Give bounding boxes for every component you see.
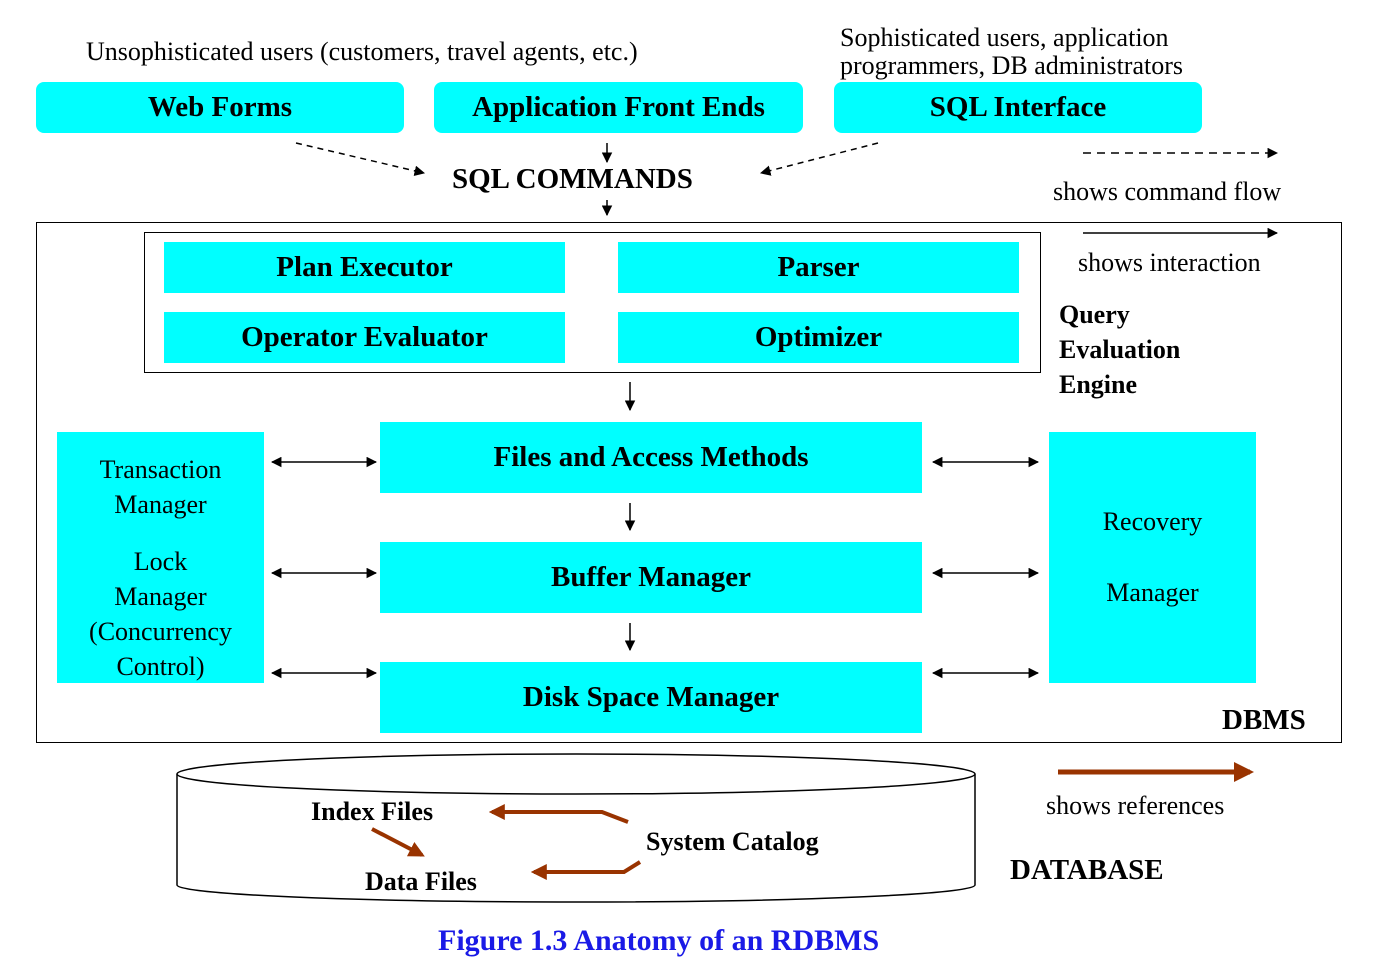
reference-arrow-index-data (371, 827, 425, 857)
data-files-label: Data Files (365, 867, 477, 896)
figure-caption: Figure 1.3 Anatomy of an RDBMS (438, 924, 880, 957)
parser-box: Parser (618, 242, 1019, 293)
transaction-manager-label: Transaction Manager (99, 455, 222, 519)
sophisticated-users-line2: programmers, DB administrators (840, 51, 1183, 80)
lock-manager-label: Lock Manager (Concurrency Control) (89, 547, 232, 681)
sql-commands-label: SQL COMMANDS (452, 163, 693, 195)
system-catalog-label: System Catalog (646, 827, 819, 856)
command-flow-arrow-web (295, 142, 426, 176)
command-flow-arrow-sql (759, 142, 879, 176)
dbms-label: DBMS (1222, 704, 1306, 736)
legend-interaction-label: shows interaction (1078, 248, 1261, 277)
index-files-label: Index Files (311, 797, 434, 826)
operator-evaluator-box: Operator Evaluator (164, 312, 565, 363)
database-cylinder (176, 753, 976, 903)
legend-references-label: shows references (1046, 791, 1225, 820)
disk-space-manager-box: Disk Space Manager (380, 662, 922, 733)
optimizer-box: Optimizer (618, 312, 1019, 363)
query-evaluation-engine-label: Query Evaluation Engine (1059, 300, 1181, 399)
query-evaluation-engine-box (144, 232, 1041, 373)
buffer-manager-box: Buffer Manager (380, 542, 922, 613)
legend-command-flow-label: shows command flow (1053, 177, 1282, 206)
dbms-container (36, 222, 1342, 743)
database-label: DATABASE (1010, 854, 1164, 886)
transaction-lock-manager-box: Transaction Manager Lock Manager (Concur… (57, 432, 264, 683)
plan-executor-box: Plan Executor (164, 242, 565, 293)
unsophisticated-users-label: Unsophisticated users (customers, travel… (86, 37, 638, 66)
recovery-manager-line1: Recovery (1102, 507, 1203, 536)
files-access-methods-box: Files and Access Methods (380, 422, 922, 493)
reference-arrow-catalog-data (530, 860, 642, 880)
recovery-manager-line2: Manager (1106, 578, 1199, 607)
app-front-ends-box: Application Front Ends (434, 82, 803, 133)
sophisticated-users-line1: Sophisticated users, application (840, 23, 1169, 52)
recovery-manager-box: Recovery Manager (1049, 432, 1256, 683)
sql-interface-box: SQL Interface (834, 82, 1202, 133)
sophisticated-users-label: Sophisticated users, application program… (840, 24, 1183, 80)
web-forms-box: Web Forms (36, 82, 404, 133)
reference-arrow-catalog-index (488, 804, 629, 824)
